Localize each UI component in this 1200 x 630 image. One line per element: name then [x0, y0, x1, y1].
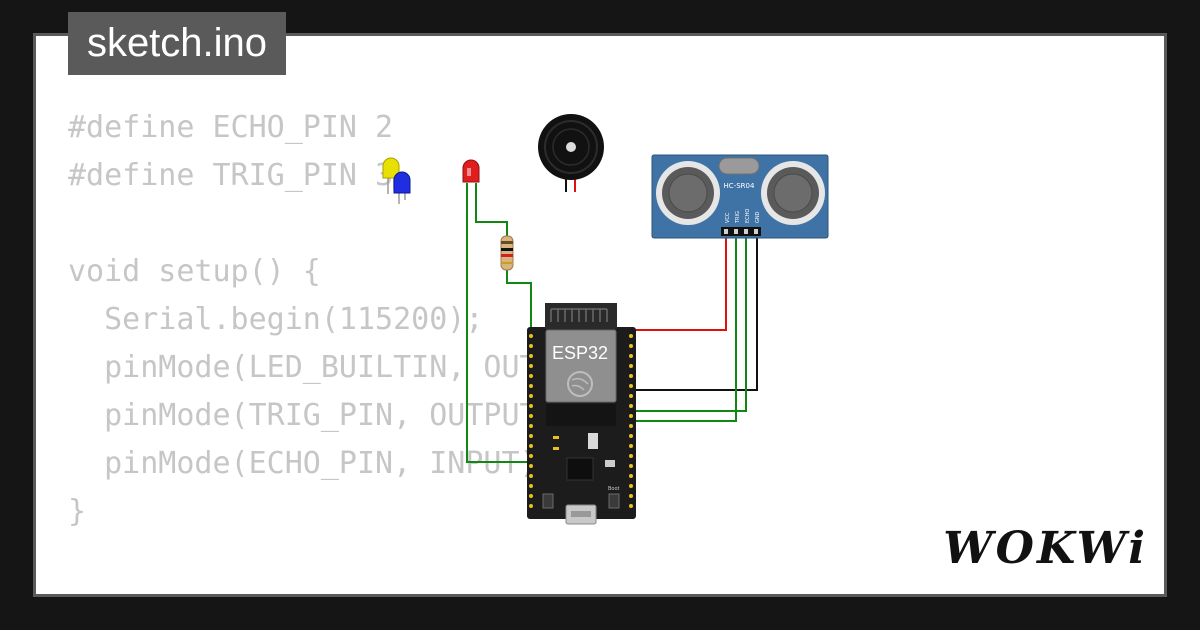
- code-editor: #define ECHO_PIN 2 #define TRIG_PIN 3 void…: [68, 104, 628, 594]
- ultrasonic-sensor[interactable]: HC-SR04 VCC TRIG ECHO GND: [651, 154, 829, 239]
- wire-resistor-esp: [506, 270, 532, 330]
- code-line-1: #define ECHO_PIN 2: [68, 110, 394, 145]
- file-tab[interactable]: sketch.ino: [68, 12, 286, 75]
- sensor-pin-vcc: VCC: [725, 212, 731, 223]
- resistor[interactable]: [500, 235, 514, 271]
- sensor-pin-trig: TRIG: [735, 211, 741, 224]
- code-line-4: void setup() {: [68, 254, 321, 289]
- buzzer[interactable]: [538, 114, 604, 192]
- wire-vcc: [628, 238, 727, 331]
- wires: [466, 183, 758, 463]
- wokwi-logo: WOKWi: [943, 523, 1148, 574]
- wire-gnd: [628, 238, 758, 391]
- code-line-2: #define TRIG_PIN 3: [68, 158, 394, 193]
- sensor-label: HC-SR04: [724, 182, 755, 190]
- boot-label: Boot: [608, 486, 620, 492]
- esp32-board[interactable]: ESP32 Boot: [527, 303, 636, 525]
- code-line-9: }: [68, 494, 87, 529]
- wire-led-cathode: [466, 183, 533, 463]
- code-line-11: float readDistanceCM() {: [68, 584, 628, 594]
- red-led[interactable]: [462, 159, 480, 183]
- sensor-pin-gnd: GND: [755, 211, 761, 223]
- wire-trig: [630, 238, 737, 422]
- code-line-5: Serial.begin(115200);: [68, 302, 484, 337]
- wire-led-anode: [475, 183, 508, 236]
- code-line-7: pinMode(TRIG_PIN, OUTPUT);: [68, 398, 574, 433]
- espressif-logo-icon: [567, 371, 593, 397]
- esp32-label: ESP32: [552, 343, 608, 363]
- sensor-pin-echo: ECHO: [745, 209, 751, 223]
- wire-echo: [630, 238, 747, 412]
- blue-led[interactable]: [393, 171, 411, 204]
